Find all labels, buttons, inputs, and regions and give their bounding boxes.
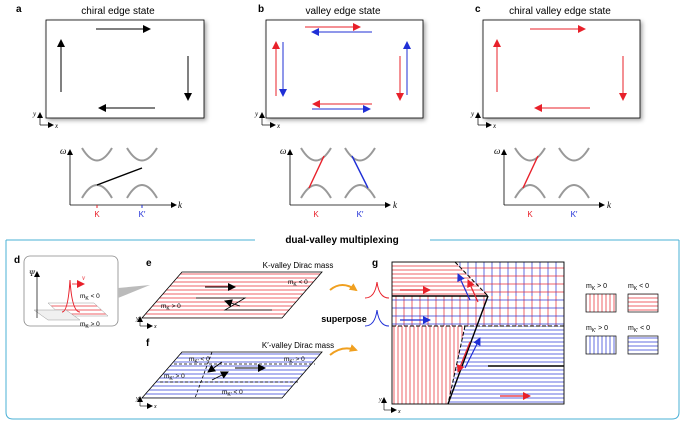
superpose-label: superpose (321, 314, 367, 324)
panel-b: b valley edge state y x ω k K K′ (254, 4, 424, 219)
panel-f-letter: f (146, 338, 150, 349)
svg-text:mK′ > 0: mK′ > 0 (284, 356, 305, 365)
axis-x-label-f: x (153, 404, 157, 410)
legend: mK > 0 mK < 0 mK′ > 0 mK′ < 0 (585, 283, 659, 355)
legend-swatch-kp-pos (585, 335, 617, 355)
panel-e-title: K-valley Dirac mass (263, 261, 334, 270)
axis-y-label-e: y (135, 316, 139, 322)
panel-c-letter: c (475, 4, 481, 15)
axis-y-label-b: y (254, 110, 259, 118)
panel-g-letter: g (372, 258, 378, 269)
edge-state-red-b (308, 155, 325, 189)
legend-swatch-kp-neg (627, 335, 659, 355)
legend-kp-neg: mK′ < 0 (628, 325, 650, 334)
axis-x-label-g: x (397, 409, 401, 415)
legend-swatch-k-neg (627, 293, 659, 313)
panel-c-box (482, 19, 641, 119)
K-label-a: K (94, 210, 100, 219)
panel-e-sheet (141, 271, 323, 319)
Kp-label-b: K′ (357, 210, 364, 219)
legend-swatch-k-pos (585, 293, 617, 313)
Kp-label-c: K′ (571, 210, 578, 219)
panel-c: c chiral valley edge state y x ω k K K′ (470, 4, 641, 219)
g-box (391, 261, 565, 405)
axis-y-label-f: y (135, 396, 139, 402)
orange-arrow-top (329, 283, 358, 292)
panel-d-letter: d (14, 255, 20, 266)
axis-x-label-e: x (153, 324, 157, 330)
edge-state-red-c (522, 155, 539, 189)
panel-f-title: K′-valley Dirac mass (262, 341, 334, 350)
K-label-c: K (527, 210, 533, 219)
svg-text:mK < 0: mK < 0 (80, 293, 100, 302)
panel-b-letter: b (258, 4, 264, 15)
svg-text:mK′ < 0: mK′ < 0 (189, 356, 210, 365)
K-label-b: K (313, 210, 319, 219)
axis-y-label-c: y (470, 110, 475, 118)
edge-state-a (96, 167, 143, 186)
panel-b-box (265, 19, 424, 119)
k-label-a: k (178, 200, 183, 210)
axis-x-label-a: x (54, 122, 59, 130)
psi-label: Ψ (29, 269, 36, 278)
svg-text:mK′ < 0: mK′ < 0 (222, 389, 243, 398)
panel-a-box (45, 19, 205, 119)
panel-c-title: chiral valley edge state (509, 6, 611, 17)
panel-b-title: valley edge state (305, 6, 380, 17)
section-frame (5, 240, 680, 420)
axis-x-label-c: x (492, 122, 497, 130)
panel-a-letter: a (16, 4, 22, 15)
svg-text:mK > 0: mK > 0 (161, 303, 181, 312)
band-lower-Kp-a (126, 184, 158, 199)
omega-label-c: ω (494, 146, 500, 156)
omega-label-b: ω (280, 146, 286, 156)
callout-wedge (118, 285, 150, 298)
v-label: v (82, 274, 86, 282)
section-title: dual-valley multiplexing (285, 235, 398, 246)
panel-a-title: chiral edge state (81, 6, 155, 17)
band-upper-Kp-a (126, 147, 158, 162)
band-upper-K-a (81, 147, 113, 162)
svg-text:mK > 0: mK > 0 (80, 321, 100, 330)
panel-a: a chiral edge state y x ω k K K′ (16, 4, 205, 219)
edge-state-blue-b (351, 155, 369, 189)
k-label-b: k (393, 200, 398, 210)
svg-text:mK < 0: mK < 0 (288, 279, 308, 288)
dual-valley-section: dual-valley multiplexing d Ψ v mK < 0 mK… (5, 235, 680, 420)
panel-f-sheet (141, 351, 323, 399)
legend-k-neg: mK < 0 (628, 283, 649, 292)
Kp-label-a: K′ (139, 210, 146, 219)
band-lower-K-a (81, 184, 113, 199)
axis-y-label-a: y (32, 110, 37, 118)
legend-kp-pos: mK′ > 0 (586, 325, 608, 334)
orange-arrow-bottom (329, 344, 358, 356)
legend-k-pos: mK > 0 (586, 283, 607, 292)
axis-y-label-g: y (378, 397, 382, 403)
panel-e-letter: e (146, 258, 152, 269)
svg-text:mK′ > 0: mK′ > 0 (164, 373, 185, 382)
omega-label-a: ω (60, 146, 66, 156)
axis-x-label-b: x (276, 122, 281, 130)
k-label-c: k (607, 200, 612, 210)
